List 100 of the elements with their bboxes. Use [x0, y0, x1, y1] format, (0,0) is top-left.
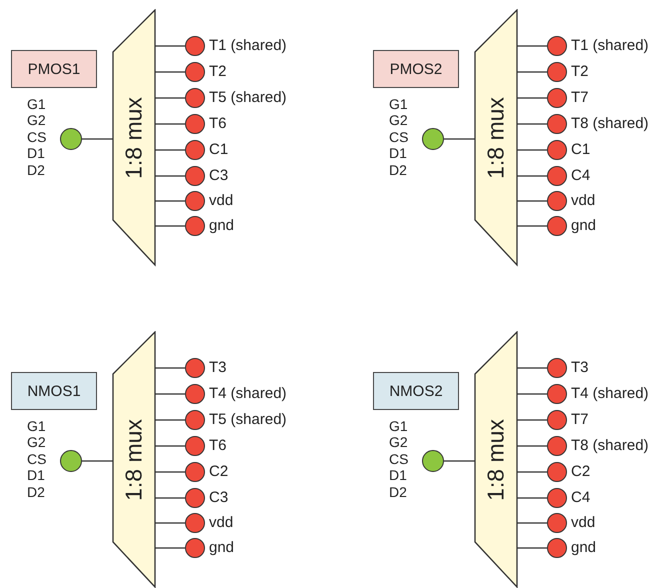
terminal-label: vdd	[209, 514, 234, 532]
device-box: NMOS1	[11, 372, 97, 410]
connector-line	[155, 123, 185, 125]
connector-line	[517, 522, 547, 524]
terminal-label: C4	[571, 167, 590, 185]
output-dot	[185, 462, 205, 482]
multiplexer	[112, 9, 157, 267]
connector-line	[155, 497, 185, 499]
pin-label: D1	[27, 145, 45, 161]
output-dot	[185, 538, 205, 558]
output-dot	[547, 166, 567, 186]
pin-label: G1	[27, 418, 46, 434]
terminal-label: T5 (shared)	[209, 89, 287, 107]
output-dot	[185, 513, 205, 533]
connector-line	[155, 225, 185, 227]
mux-label: 1:8 mux	[482, 419, 510, 501]
terminal-label: T8 (shared)	[571, 437, 649, 455]
pin-label: D2	[27, 162, 45, 178]
terminal-label: T1 (shared)	[209, 37, 287, 55]
output-dot	[547, 191, 567, 211]
connector-line	[444, 138, 475, 140]
pin-label: G2	[389, 434, 408, 450]
terminal-label: vdd	[209, 192, 234, 210]
terminal-label: T2	[209, 63, 227, 81]
connector-line	[517, 97, 547, 99]
terminal-label: T3	[571, 359, 589, 377]
input-dot	[422, 128, 444, 150]
connector-line	[517, 471, 547, 473]
mux-label: 1:8 mux	[120, 97, 148, 179]
connector-line	[155, 393, 185, 395]
pin-label: D2	[389, 162, 407, 178]
terminal-label: T1 (shared)	[571, 37, 649, 55]
pin-label: G2	[27, 434, 46, 450]
terminal-label: vdd	[571, 192, 596, 210]
connector-line	[517, 547, 547, 549]
connector-line	[155, 419, 185, 421]
pin-label: G1	[389, 418, 408, 434]
connector-line	[517, 200, 547, 202]
output-dot	[547, 36, 567, 56]
connector-line	[517, 367, 547, 369]
connector-line	[155, 471, 185, 473]
terminal-label: T6	[209, 437, 227, 455]
pin-label: G1	[389, 96, 408, 112]
input-dot	[60, 128, 82, 150]
output-dot	[185, 410, 205, 430]
connector-line	[155, 547, 185, 549]
output-dot	[547, 88, 567, 108]
output-dot	[547, 216, 567, 236]
output-dot	[547, 462, 567, 482]
output-dot	[185, 384, 205, 404]
terminal-label: T4 (shared)	[209, 385, 287, 403]
terminal-label: T7	[571, 411, 589, 429]
terminal-label: C2	[209, 463, 228, 481]
pin-label: G1	[27, 96, 46, 112]
terminal-label: T5 (shared)	[209, 411, 287, 429]
pin-label: G2	[27, 112, 46, 128]
output-dot	[547, 384, 567, 404]
pin-label: D1	[389, 467, 407, 483]
connector-line	[517, 445, 547, 447]
terminal-label: gnd	[209, 539, 234, 557]
terminal-label: C4	[571, 489, 590, 507]
pin-label: D1	[389, 145, 407, 161]
connector-line	[82, 460, 113, 462]
output-dot	[547, 410, 567, 430]
output-dot	[185, 191, 205, 211]
pin-label: CS	[27, 451, 46, 467]
terminal-label: T2	[571, 63, 589, 81]
output-dot	[547, 436, 567, 456]
output-dot	[185, 166, 205, 186]
pin-label: CS	[27, 129, 46, 145]
output-dot	[185, 88, 205, 108]
output-dot	[547, 140, 567, 160]
connector-line	[517, 497, 547, 499]
connector-line	[155, 175, 185, 177]
terminal-label: C3	[209, 167, 228, 185]
connector-line	[155, 522, 185, 524]
connector-line	[517, 149, 547, 151]
pin-label: D2	[389, 484, 407, 500]
connector-line	[517, 419, 547, 421]
terminal-label: gnd	[571, 539, 596, 557]
terminal-label: C3	[209, 489, 228, 507]
mux-label: 1:8 mux	[120, 419, 148, 501]
device-box: PMOS2	[373, 50, 459, 88]
output-dot	[185, 140, 205, 160]
connector-line	[517, 393, 547, 395]
output-dot	[185, 62, 205, 82]
pin-label: CS	[389, 129, 408, 145]
output-dot	[547, 488, 567, 508]
connector-line	[517, 225, 547, 227]
multiplexer	[474, 331, 519, 588]
terminal-label: T7	[571, 89, 589, 107]
terminal-label: T6	[209, 115, 227, 133]
connector-line	[155, 97, 185, 99]
terminal-label: C2	[571, 463, 590, 481]
terminal-label: vdd	[571, 514, 596, 532]
connector-line	[444, 460, 475, 462]
output-dot	[547, 114, 567, 134]
output-dot	[547, 62, 567, 82]
connector-line	[517, 45, 547, 47]
connector-line	[155, 445, 185, 447]
